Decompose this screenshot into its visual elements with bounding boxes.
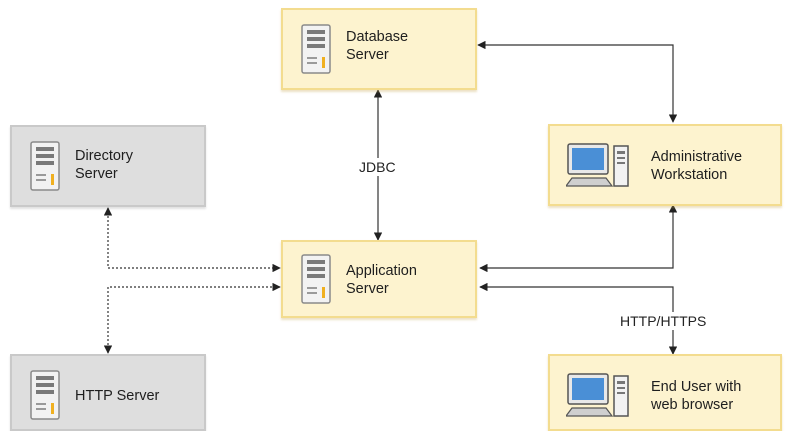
workstation-icon: [566, 373, 629, 417]
administrative-workstation-label: Administrative Workstation: [651, 149, 743, 183]
http-application-connector: [103, 282, 281, 354]
server-icon: [30, 370, 60, 420]
database-admin-connector: [477, 40, 678, 123]
administrative-workstation-node: Administrative Workstation: [548, 124, 782, 206]
http-https-label: HTTP/HTTPS: [617, 312, 710, 330]
application-admin-connector: [479, 204, 678, 273]
jdbc-label: JDBC: [356, 158, 399, 176]
application-enduser-connector: [479, 282, 678, 355]
database-server-label: Database Server: [346, 29, 409, 63]
workstation-icon: [566, 143, 629, 187]
server-icon: [301, 254, 331, 304]
end-user-node: End User with web browser: [548, 354, 782, 431]
directory-application-connector: [103, 207, 281, 273]
database-server-node: Database Server: [281, 8, 477, 90]
application-server-label: Application Server: [346, 263, 417, 297]
application-server-node: Application Server: [281, 240, 477, 318]
server-icon: [30, 141, 60, 191]
directory-server-node: Directory Server: [10, 125, 206, 207]
directory-server-label: Directory Server: [75, 148, 134, 182]
http-server-node: HTTP Server: [10, 354, 206, 431]
http-server-label: HTTP Server: [75, 388, 160, 404]
end-user-label: End User with web browser: [651, 379, 742, 413]
server-icon: [301, 24, 331, 74]
